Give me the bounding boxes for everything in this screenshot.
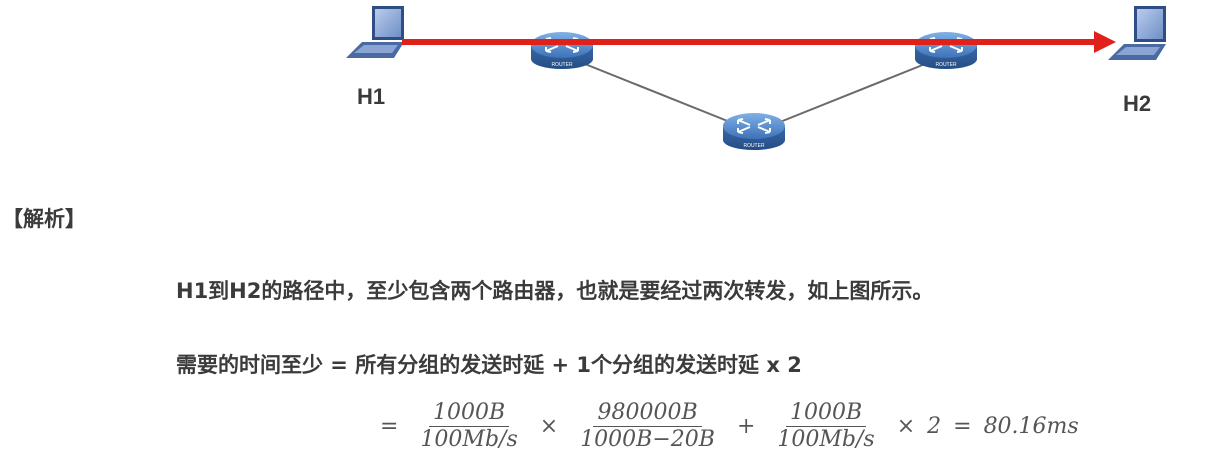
laptop-icon-h2 (1108, 6, 1166, 60)
fraction-numerator: 1000B (785, 400, 867, 427)
path-arrow (402, 31, 1116, 53)
multiply-sign: × (539, 413, 559, 439)
router-icon-2: ROUTER (915, 32, 977, 69)
link-router3-router2 (774, 61, 931, 125)
fraction-denominator: 100Mb/s (777, 426, 875, 452)
multiply-sign: × (896, 413, 916, 439)
fraction-packet-count: 980000B 1000B−20B (576, 400, 719, 452)
fraction-numerator: 980000B (593, 400, 702, 427)
equals-sign: = (953, 413, 972, 439)
analysis-path-description: H1到H2的路径中，至少包含两个路由器，也就是要经过两次转发，如上图所示。 (176, 279, 934, 303)
router-label: ROUTER (743, 143, 765, 149)
router-label: ROUTER (551, 62, 573, 68)
fraction-denominator: 100Mb/s (420, 426, 518, 452)
link-router1-router3 (579, 61, 736, 125)
fraction-transmission-delay: 1000B 100Mb/s (416, 400, 521, 452)
network-diagram: ROUTER ROUTER ROUTER (346, 6, 1166, 150)
host-label-h2: H2 (1123, 91, 1152, 116)
fraction-numerator: 1000B (429, 400, 510, 427)
calculation-formula: = 1000B 100Mb/s × 980000B 1000B−20B + 10… (368, 396, 1079, 456)
equals-sign: = (380, 413, 399, 439)
analysis-heading: 【解析】 (2, 207, 86, 231)
fraction-denominator: 1000B−20B (580, 426, 715, 452)
router-icon-3: ROUTER (723, 113, 785, 150)
router-icon-1: ROUTER (531, 32, 593, 69)
laptop-icon-h1 (346, 6, 404, 58)
fraction-single-delay: 1000B 100Mb/s (773, 400, 878, 452)
analysis-time-formula-text: 需要的时间至少 = 所有分组的发送时延 + 1个分组的发送时延 x 2 (176, 353, 802, 377)
host-label-h1: H1 (357, 84, 386, 109)
router-label: ROUTER (935, 62, 957, 68)
hop-factor: 2 (927, 413, 942, 439)
plus-sign: + (736, 413, 756, 439)
result-value: 80.16ms (983, 413, 1079, 439)
